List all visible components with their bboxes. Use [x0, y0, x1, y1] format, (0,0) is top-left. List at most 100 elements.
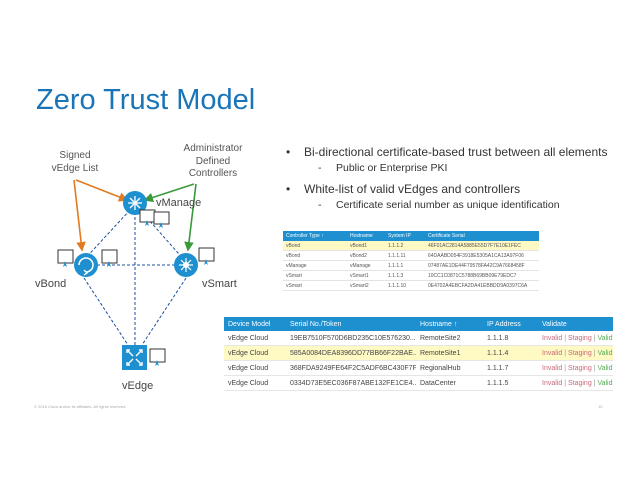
validate-valid-option[interactable]: Valid	[597, 364, 613, 372]
dashed-links	[81, 209, 187, 346]
cell-device-model: vEdge Cloud	[224, 345, 286, 361]
vmanage-label: vManage	[156, 197, 202, 209]
vedge-node	[122, 345, 166, 370]
orange-arrow-to-vmanage	[75, 179, 129, 202]
cell-ip-address: 1.1.1.4	[483, 345, 538, 361]
cell-hostname: vSmart2	[347, 280, 385, 291]
column-header-validate[interactable]: Validate	[538, 317, 613, 331]
cell-validate: Invalid | Staging | Valid	[538, 360, 613, 376]
vmanage-node	[123, 191, 170, 228]
cell-ip-address: 1.1.1.8	[483, 331, 538, 346]
bullet-2-sub-text: Certificate serial number as unique iden…	[336, 199, 560, 211]
vsmart-certificate-icon	[198, 247, 215, 262]
validate-staging-option[interactable]: Staging	[567, 364, 592, 372]
cell-certificate-serial: 64DAABD054F3918E5305A1CA13A97F06	[425, 250, 539, 261]
cell-serial-token: 19EB7510F570D6BD235C10E576230...	[286, 331, 416, 346]
cell-validate: Invalid | Staging | Valid	[538, 331, 613, 346]
validate-staging-option[interactable]: Staging	[567, 379, 592, 387]
column-header-controller-type[interactable]: Controller Type ↑	[283, 231, 347, 241]
cell-hostname: RemoteSite1	[416, 345, 483, 361]
admin-defined-controllers-label: Administrator Defined Controllers	[173, 143, 253, 181]
column-header-system-ip[interactable]: System IP	[385, 231, 425, 241]
table-row[interactable]: vEdge Cloud 368FDA9249FE64F2C5ADF6BC430F…	[224, 360, 613, 376]
validate-staging-option[interactable]: Staging	[567, 349, 592, 357]
table-row[interactable]: vEdge Cloud 585A0084DEA8396DD77BB66F22BA…	[224, 345, 613, 361]
table-row[interactable]: vBond vBond1 1.1.1.2 46F01AC2814A5885E55…	[283, 241, 539, 251]
bullet-1-text: Bi-directional certificate-based trust b…	[304, 145, 608, 159]
signed-list-arrows	[73, 179, 129, 252]
cell-hostname: vManage	[347, 260, 385, 271]
vedge-icon	[122, 345, 147, 370]
vsmart-label: vSmart	[202, 278, 237, 290]
vsmart-node	[174, 247, 215, 277]
validate-invalid-option[interactable]: Invalid	[542, 334, 563, 342]
validate-invalid-option[interactable]: Invalid	[542, 349, 563, 357]
page-number: 10	[598, 404, 603, 409]
table-row[interactable]: vSmart vSmart2 1.1.1.10 0E4702A4EBCFA2DA…	[283, 280, 539, 291]
column-header-hostname[interactable]: Hostname	[347, 231, 385, 241]
admin-label-line1: Administrator	[183, 143, 243, 154]
cell-device-model: vEdge Cloud	[224, 360, 286, 376]
cell-system-ip: 1.1.1.11	[385, 250, 425, 261]
vbond-whitelist-icon	[101, 249, 118, 264]
validate-valid-option[interactable]: Valid	[597, 379, 613, 387]
admin-controllers-arrows	[143, 183, 197, 252]
vbond-icon	[74, 253, 98, 277]
validate-valid-option[interactable]: Valid	[597, 349, 613, 357]
bullet-1-sub-text: Public or Enterprise PKI	[336, 162, 448, 174]
signed-vedge-list-label: Signed vEdge List	[40, 150, 110, 175]
admin-label-line3: Controllers	[188, 168, 238, 179]
table-row[interactable]: vBond vBond2 1.1.1.11 64DAABD054F3918E53…	[283, 250, 539, 261]
cell-controller-type: vManage	[283, 260, 347, 271]
column-header-certificate-serial[interactable]: Certificate Serial	[425, 231, 539, 241]
bullet-list: •Bi-directional certificate-based trust …	[284, 144, 624, 212]
link-vmanage-vbond	[81, 209, 131, 263]
bullet-1-sub: -Public or Enterprise PKI	[318, 162, 448, 174]
validate-staging-option[interactable]: Staging	[567, 334, 592, 342]
table-row[interactable]: vManage vManage 1.1.1.1 07487AE1DE44F795…	[283, 260, 539, 271]
cell-controller-type: vSmart	[283, 270, 347, 281]
table-row[interactable]: vEdge Cloud 0334D73E5EC036F87ABE132FE1CE…	[224, 375, 613, 391]
cell-system-ip: 1.1.1.1	[385, 260, 425, 271]
cell-system-ip: 1.1.1.2	[385, 241, 425, 251]
orange-arrow-to-vbond	[73, 179, 86, 252]
column-header-serial-token[interactable]: Serial No./Token	[286, 317, 416, 331]
link-vsmart-vedge	[141, 277, 187, 346]
cell-serial-token: 368FDA9249FE64F2C5ADF6BC430F7F...	[286, 360, 416, 376]
cell-controller-type: vBond	[283, 241, 347, 251]
bullet-2-text: White-list of valid vEdges and controlle…	[304, 182, 521, 196]
vedge-label: vEdge	[122, 380, 154, 392]
link-vbond-vedge	[83, 277, 129, 346]
vmanage-whitelist-icon	[153, 211, 170, 225]
cell-certificate-serial: 46F01AC2814A5885E55D7F7E10E1FEC	[425, 241, 539, 251]
cell-hostname: RemoteSite2	[416, 331, 483, 346]
vedge-certificate-icon	[149, 348, 166, 363]
cell-serial-token: 585A0084DEA8396DD77BB66F22BAE...	[286, 345, 416, 361]
admin-label-line2: Defined	[195, 155, 231, 167]
cell-validate: Invalid | Staging | Valid	[538, 375, 613, 391]
vbond-certificate-icon	[57, 249, 74, 264]
validate-invalid-option[interactable]: Invalid	[542, 379, 563, 387]
vbond-label: vBond	[35, 278, 67, 290]
cell-system-ip: 1.1.1.3	[385, 270, 425, 281]
validate-invalid-option[interactable]: Invalid	[542, 364, 563, 372]
cell-controller-type: vSmart	[283, 280, 347, 291]
signed-label-line1: Signed	[59, 150, 91, 161]
cell-certificate-serial: 0E4702A4EBCFA2DA41EBBDD9A0397C6A	[425, 280, 539, 291]
device-table: Device Model Serial No./Token Hostname ↑…	[224, 317, 613, 391]
copyright-footer: © 2016 Cisco and/or its affiliates. All …	[34, 404, 127, 409]
validate-valid-option[interactable]: Valid	[597, 334, 613, 342]
column-header-hostname[interactable]: Hostname ↑	[416, 317, 483, 331]
table-row[interactable]: vEdge Cloud 19EB7510F570D6BD235C10E57623…	[224, 331, 613, 346]
vmanage-certificate-icon	[139, 209, 156, 223]
controller-table: Controller Type ↑ Hostname System IP Cer…	[283, 231, 539, 291]
cell-serial-token: 0334D73E5EC036F87ABE132FE1CE4...	[286, 375, 416, 391]
green-arrow-to-vsmart	[184, 183, 197, 252]
cell-device-model: vEdge Cloud	[224, 331, 286, 346]
cell-hostname: RegionalHub	[416, 360, 483, 376]
column-header-ip-address[interactable]: IP Address	[483, 317, 538, 331]
cell-ip-address: 1.1.1.5	[483, 375, 538, 391]
column-header-device-model[interactable]: Device Model	[224, 317, 286, 331]
table-row[interactable]: vSmart vSmart1 1.1.1.3 10CC1C0871C5788B6…	[283, 270, 539, 281]
